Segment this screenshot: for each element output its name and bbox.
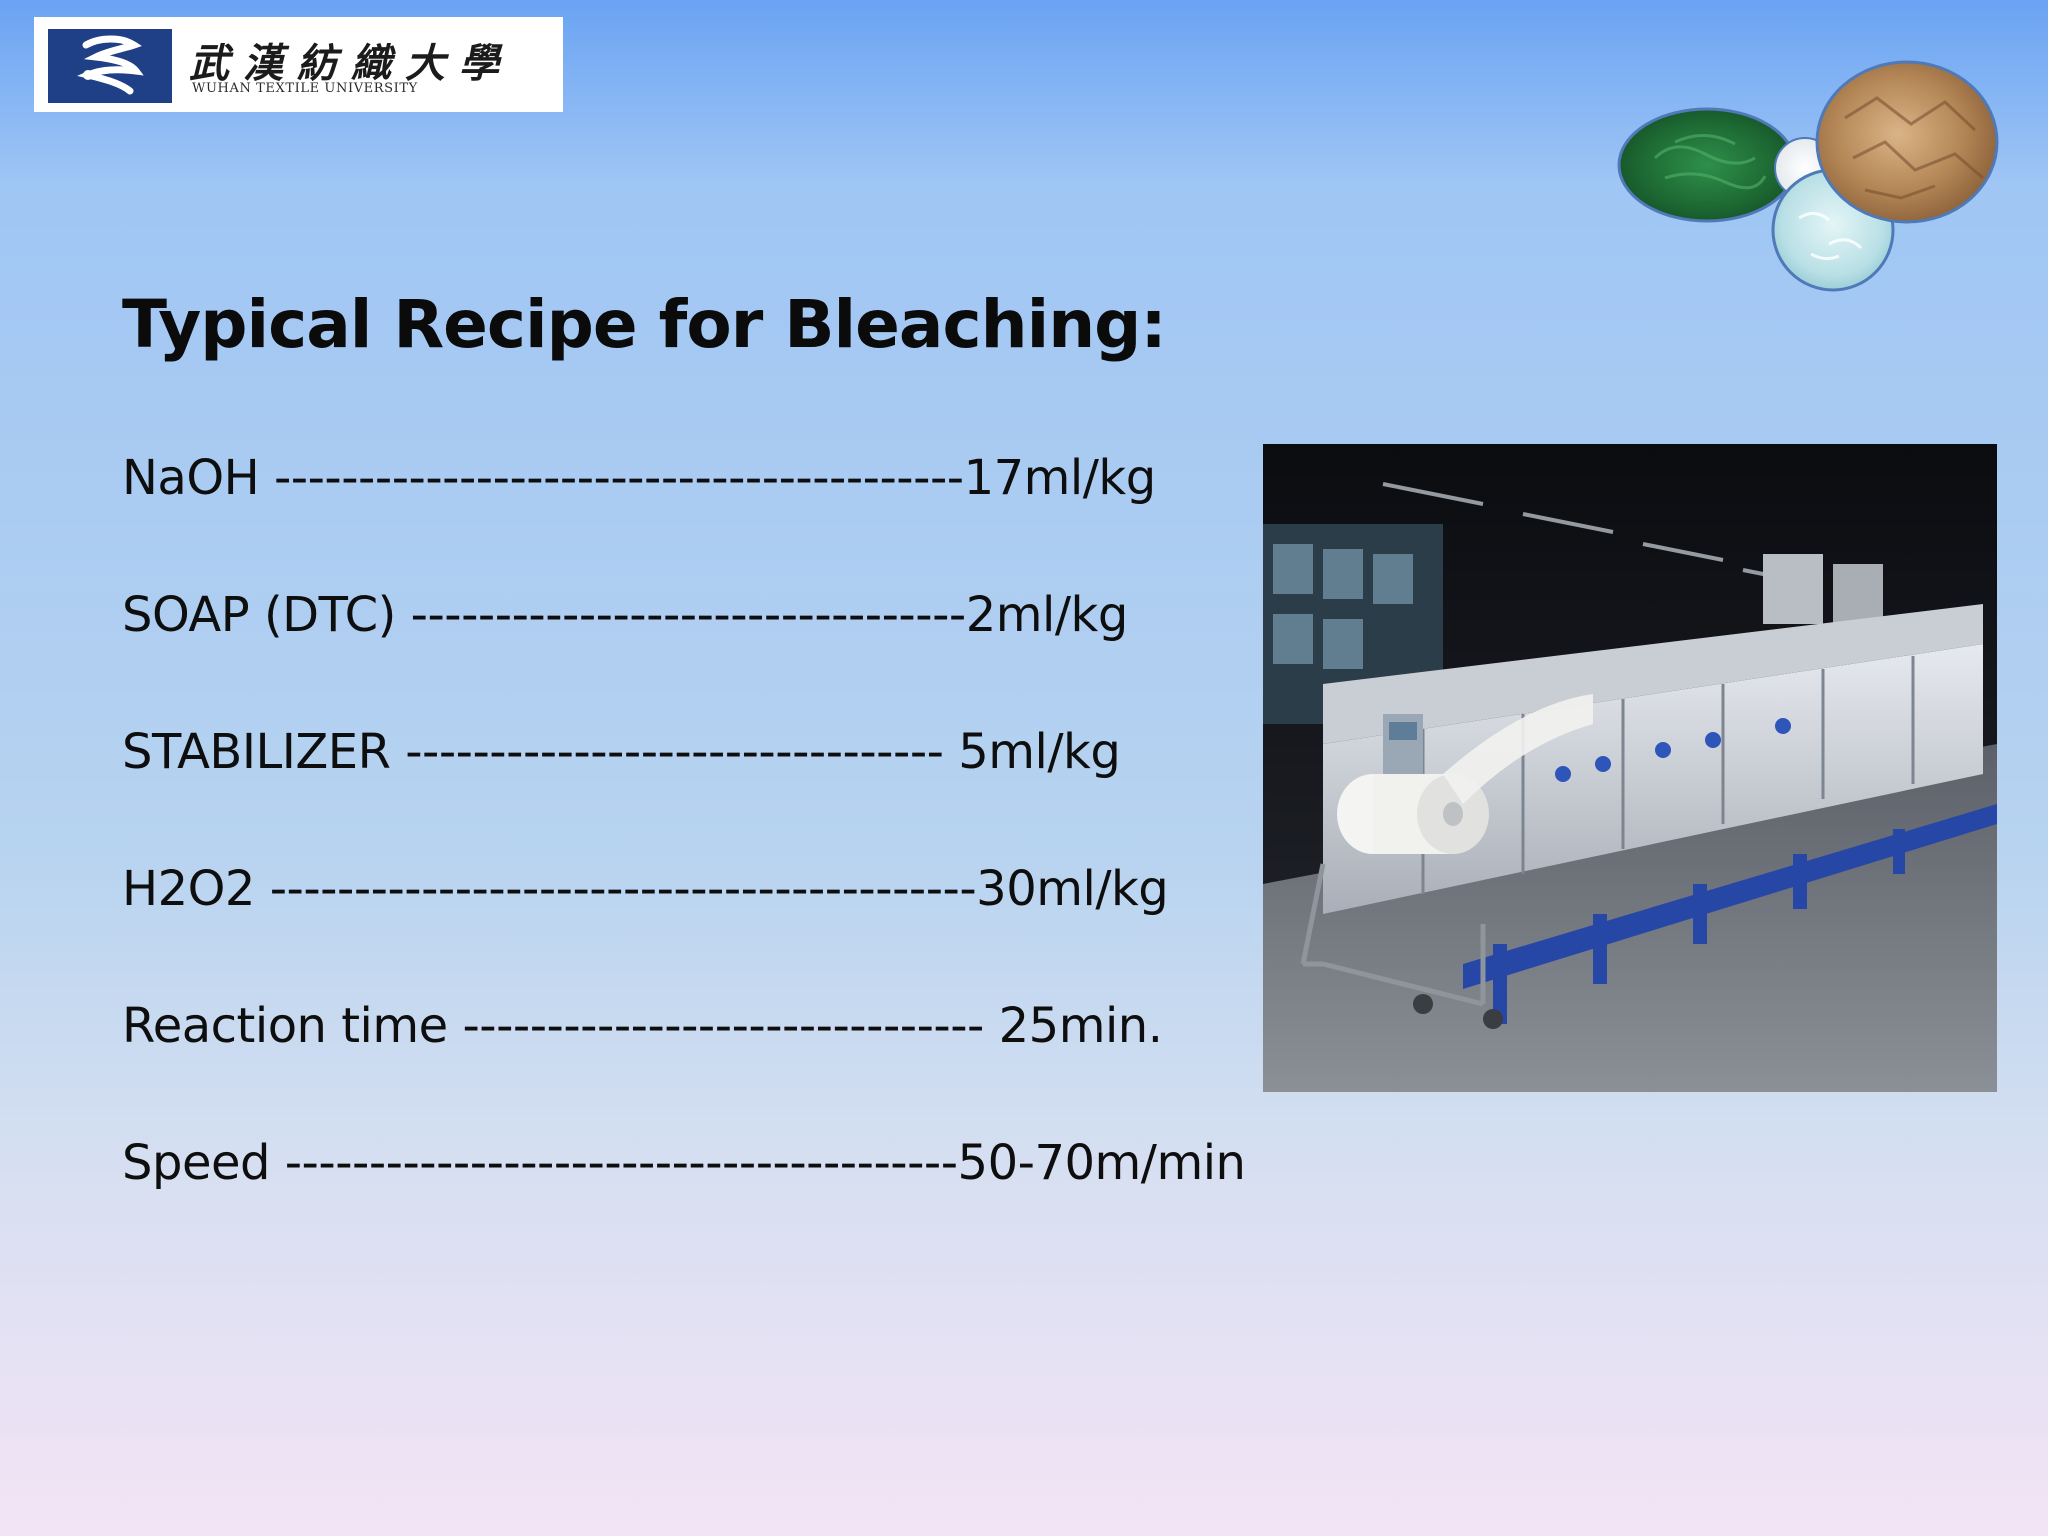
recipe-line-stabilizer: STABILIZER -----------------------------…: [122, 724, 1121, 780]
university-emblem-icon: [48, 29, 172, 103]
recipe-line-naoh: NaOH -----------------------------------…: [122, 450, 1156, 506]
recipe-line-h2o2: H2O2 -----------------------------------…: [122, 861, 1169, 917]
decorative-circles: [1617, 60, 1999, 292]
slide-title: Typical Recipe for Bleaching:: [122, 286, 1167, 363]
recipe-line-soap: SOAP (DTC) -----------------------------…: [122, 587, 1128, 643]
recipe-list: NaOH -----------------------------------…: [122, 446, 1246, 1268]
university-english-name: WUHAN TEXTILE UNIVERSITY: [192, 81, 418, 96]
tan-texture-circle: [1815, 60, 1999, 224]
bleaching-machine-photo: [1263, 444, 1997, 1092]
recipe-line-reaction-time: Reaction time --------------------------…: [122, 998, 1163, 1054]
university-logo: 武漢紡織大學 WUHAN TEXTILE UNIVERSITY: [34, 17, 563, 112]
green-texture-circle: [1617, 107, 1797, 223]
university-chinese-name: 武漢紡織大學: [189, 40, 513, 87]
recipe-line-speed: Speed ----------------------------------…: [122, 1135, 1246, 1191]
